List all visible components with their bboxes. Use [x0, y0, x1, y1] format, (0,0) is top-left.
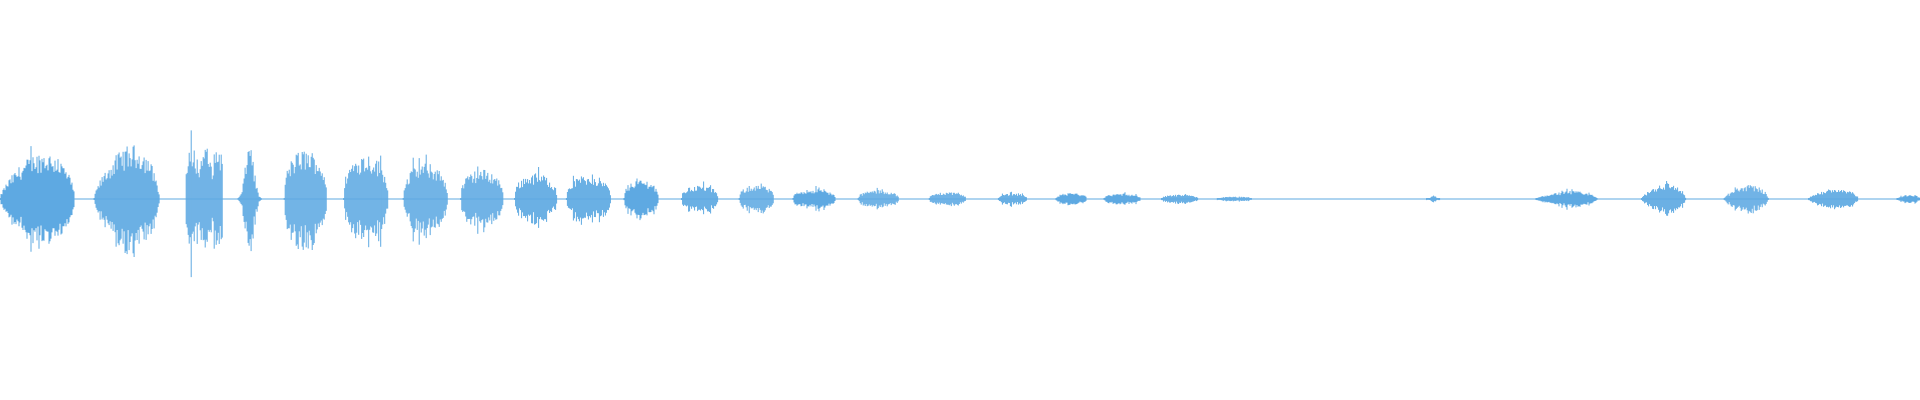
waveform-segment [93, 145, 160, 257]
waveform-segment [681, 181, 719, 215]
waveform-segment [738, 183, 774, 214]
waveform-segment [283, 151, 327, 250]
waveform-segment [1216, 196, 1252, 202]
waveform-segment [185, 130, 223, 278]
waveform-segment [857, 187, 899, 210]
waveform-segment [623, 178, 659, 221]
waveform-segment [1896, 195, 1920, 204]
waveform-segment [1641, 181, 1687, 216]
waveform-segment [460, 166, 504, 234]
waveform-segment [1723, 185, 1769, 214]
waveform-segment [514, 167, 558, 228]
waveform-segment [1808, 189, 1859, 210]
waveform-segment [565, 174, 611, 225]
waveform-segment [1103, 192, 1141, 205]
waveform-segment [343, 155, 389, 248]
waveform-segment [997, 191, 1027, 207]
waveform-segment [0, 146, 75, 252]
waveform-segment [928, 192, 966, 207]
waveform-segment [1161, 194, 1199, 204]
waveform-segment [1535, 188, 1598, 210]
waveform-segment [792, 186, 836, 212]
waveform-segment [402, 154, 448, 245]
waveform-segment [237, 150, 262, 252]
waveform-segment [1055, 193, 1087, 206]
waveform-segment [1426, 195, 1441, 203]
waveform-bars [0, 130, 1920, 278]
